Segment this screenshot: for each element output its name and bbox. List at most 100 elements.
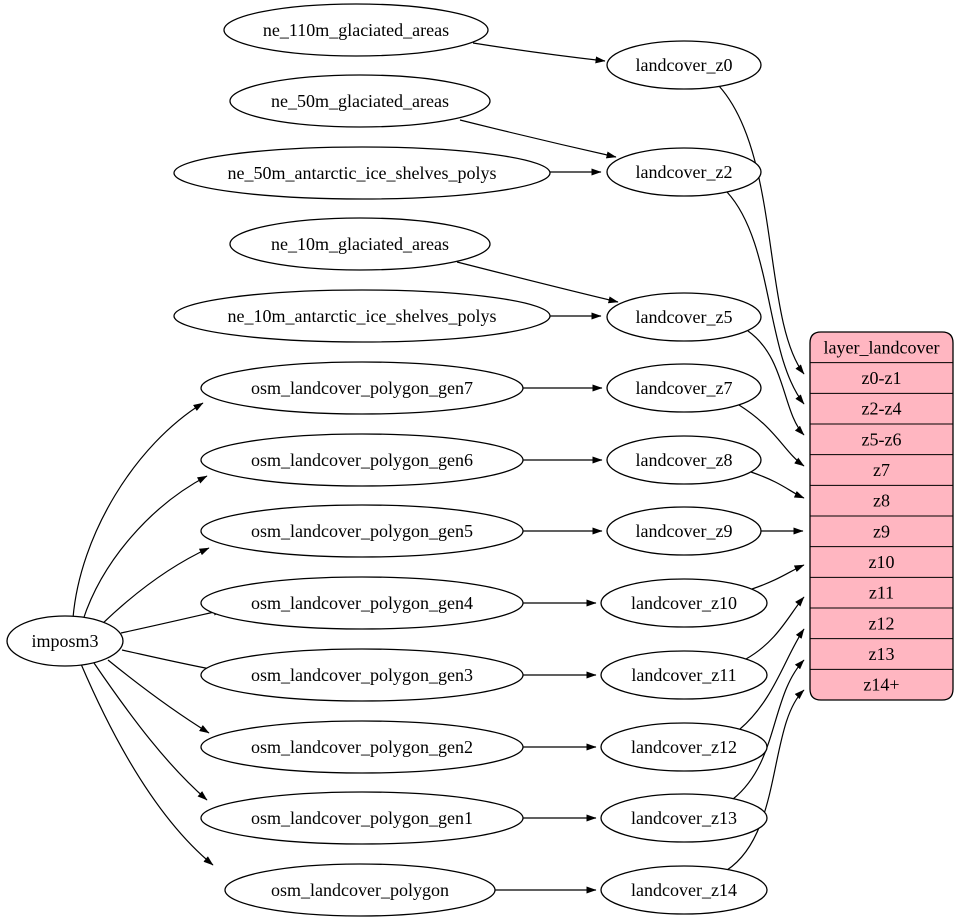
node-label-ne_110m_glaciated_areas: ne_110m_glaciated_areas (263, 20, 449, 40)
edge-imposm3-to-osm_landcover_polygon_gen6 (82, 475, 208, 621)
node-label-ne_50m_antarctic_ice_shelves_polys: ne_50m_antarctic_ice_shelves_polys (228, 163, 497, 183)
table-row-z14+: z14+ (863, 675, 899, 695)
node-ellipse-landcover_z13 (600, 793, 768, 843)
edge-landcover_z7-to-layer_landcover-z7 (738, 404, 805, 467)
node-ne_10m_antarctic_ice_shelves_polys: ne_10m_antarctic_ice_shelves_polys (173, 289, 551, 343)
node-osm_landcover_polygon_gen4: osm_landcover_polygon_gen4 (200, 576, 524, 630)
node-label-landcover_z13: landcover_z13 (631, 808, 737, 828)
node-label-landcover_z8: landcover_z8 (636, 450, 733, 470)
table-row-z8: z8 (873, 491, 890, 511)
node-ellipse-landcover_z8 (606, 435, 762, 485)
table-row-z0-z1: z0-z1 (862, 368, 902, 388)
table-row-z11: z11 (869, 583, 894, 603)
node-ellipse-ne_50m_antarctic_ice_shelves_polys (173, 146, 551, 200)
node-label-landcover_z12: landcover_z12 (631, 737, 737, 757)
node-label-ne_50m_glaciated_areas: ne_50m_glaciated_areas (271, 91, 449, 111)
node-osm_landcover_polygon_gen7: osm_landcover_polygon_gen7 (200, 361, 524, 415)
edge-landcover_z13-to-layer_landcover-z13 (732, 659, 805, 800)
node-ellipse-imposm3 (6, 615, 124, 667)
node-ellipse-landcover_z0 (606, 40, 762, 90)
table-row-z9: z9 (873, 521, 890, 541)
node-ellipse-landcover_z11 (600, 650, 768, 700)
node-ellipse-landcover_z2 (606, 147, 762, 197)
node-landcover_z5: landcover_z5 (606, 292, 762, 342)
node-ellipse-landcover_z5 (606, 292, 762, 342)
node-osm_landcover_polygon_gen3: osm_landcover_polygon_gen3 (200, 648, 524, 702)
node-landcover_z14: landcover_z14 (600, 865, 768, 915)
table-row-z12: z12 (869, 613, 895, 633)
node-label-osm_landcover_polygon_gen2: osm_landcover_polygon_gen2 (251, 737, 473, 757)
edge-landcover_z12-to-layer_landcover-z12 (739, 628, 805, 730)
table-row-z2-z4: z2-z4 (862, 399, 902, 419)
edge-landcover_z10-to-layer_landcover-z10 (751, 564, 805, 590)
edge-landcover_z0-to-layer_landcover-z0-z1 (718, 85, 805, 375)
node-ellipse-landcover_z9 (606, 506, 762, 556)
node-landcover_z12: landcover_z12 (600, 722, 768, 772)
nodes-layer: imposm3 ne_110m_glaciated_areas ne_50m_gla… (6, 3, 768, 917)
node-ellipse-osm_landcover_polygon_gen2 (200, 720, 524, 774)
edge-ne_110m_glaciated_areas-to-landcover_z0 (472, 42, 606, 64)
edge-imposm3-to-osm_landcover_polygon_gen4 (120, 608, 224, 634)
edge-imposm3-to-osm_landcover_polygon_gen5 (99, 547, 210, 627)
node-ellipse-osm_landcover_polygon_gen4 (200, 576, 524, 630)
node-imposm3: imposm3 (6, 615, 124, 667)
table-row-z5-z6: z5-z6 (862, 429, 902, 449)
node-osm_landcover_polygon: osm_landcover_polygon (224, 863, 496, 917)
node-label-landcover_z11: landcover_z11 (631, 665, 736, 685)
table-row-z10: z10 (869, 552, 895, 572)
node-ellipse-ne_50m_glaciated_areas (229, 74, 491, 128)
node-ellipse-landcover_z10 (600, 578, 768, 628)
node-osm_landcover_polygon_gen6: osm_landcover_polygon_gen6 (200, 433, 524, 487)
node-label-landcover_z5: landcover_z5 (636, 307, 733, 327)
node-ne_50m_antarctic_ice_shelves_polys: ne_50m_antarctic_ice_shelves_polys (173, 146, 551, 200)
node-label-landcover_z0: landcover_z0 (636, 55, 733, 75)
edge-ne_50m_glaciated_areas-to-landcover_z2 (459, 119, 617, 159)
node-osm_landcover_polygon_gen2: osm_landcover_polygon_gen2 (200, 720, 524, 774)
node-label-landcover_z14: landcover_z14 (631, 880, 737, 900)
node-ne_10m_glaciated_areas: ne_10m_glaciated_areas (229, 217, 491, 271)
node-label-osm_landcover_polygon_gen1: osm_landcover_polygon_gen1 (251, 808, 473, 828)
node-ellipse-landcover_z12 (600, 722, 768, 772)
node-label-osm_landcover_polygon_gen3: osm_landcover_polygon_gen3 (251, 665, 473, 685)
node-label-osm_landcover_polygon_gen5: osm_landcover_polygon_gen5 (251, 521, 473, 541)
node-ellipse-osm_landcover_polygon_gen3 (200, 648, 524, 702)
node-ellipse-osm_landcover_polygon_gen6 (200, 433, 524, 487)
edge-landcover_z8-to-layer_landcover-z8 (750, 471, 805, 499)
edge-landcover_z2-to-layer_landcover-z2-z4 (726, 191, 805, 405)
table-row-z7: z7 (873, 460, 890, 480)
node-landcover_z7: landcover_z7 (606, 363, 762, 413)
node-label-landcover_z2: landcover_z2 (636, 162, 733, 182)
node-label-osm_landcover_polygon_gen7: osm_landcover_polygon_gen7 (251, 378, 473, 398)
node-label-ne_10m_antarctic_ice_shelves_polys: ne_10m_antarctic_ice_shelves_polys (228, 306, 497, 326)
node-ellipse-osm_landcover_polygon_gen5 (200, 504, 524, 558)
edge-imposm3-to-osm_landcover_polygon_gen7 (72, 402, 204, 619)
node-landcover_z0: landcover_z0 (606, 40, 762, 90)
node-label-imposm3: imposm3 (31, 631, 98, 651)
node-ne_110m_glaciated_areas: ne_110m_glaciated_areas (223, 3, 489, 57)
edge-ne_10m_glaciated_areas-to-landcover_z5 (456, 261, 619, 304)
node-landcover_z11: landcover_z11 (600, 650, 768, 700)
node-ellipse-ne_10m_antarctic_ice_shelves_polys (173, 289, 551, 343)
node-ellipse-osm_landcover_polygon_gen1 (200, 791, 524, 845)
table-layer_landcover: layer_landcover z0-z1 z2-z4 z5-z6 z7 z8 z9 z10 z… (809, 331, 954, 701)
table-title: layer_landcover (824, 337, 940, 357)
edge-landcover_z5-to-layer_landcover-z5-z6 (747, 330, 805, 436)
node-ne_50m_glaciated_areas: ne_50m_glaciated_areas (229, 74, 491, 128)
node-label-osm_landcover_polygon_gen4: osm_landcover_polygon_gen4 (251, 593, 473, 613)
node-label-landcover_z7: landcover_z7 (636, 378, 733, 398)
node-landcover_z9: landcover_z9 (606, 506, 762, 556)
node-label-osm_landcover_polygon_gen6: osm_landcover_polygon_gen6 (251, 450, 473, 470)
node-label-landcover_z10: landcover_z10 (631, 593, 737, 613)
edges-layer (72, 42, 805, 894)
node-landcover_z10: landcover_z10 (600, 578, 768, 628)
node-osm_landcover_polygon_gen1: osm_landcover_polygon_gen1 (200, 791, 524, 845)
node-ellipse-osm_landcover_polygon (224, 863, 496, 917)
node-ellipse-landcover_z14 (600, 865, 768, 915)
node-ellipse-osm_landcover_polygon_gen7 (200, 361, 524, 415)
node-ellipse-ne_10m_glaciated_areas (229, 217, 491, 271)
edge-landcover_z11-to-layer_landcover-z11 (745, 596, 805, 660)
node-landcover_z2: landcover_z2 (606, 147, 762, 197)
node-ellipse-ne_110m_glaciated_areas (223, 3, 489, 57)
